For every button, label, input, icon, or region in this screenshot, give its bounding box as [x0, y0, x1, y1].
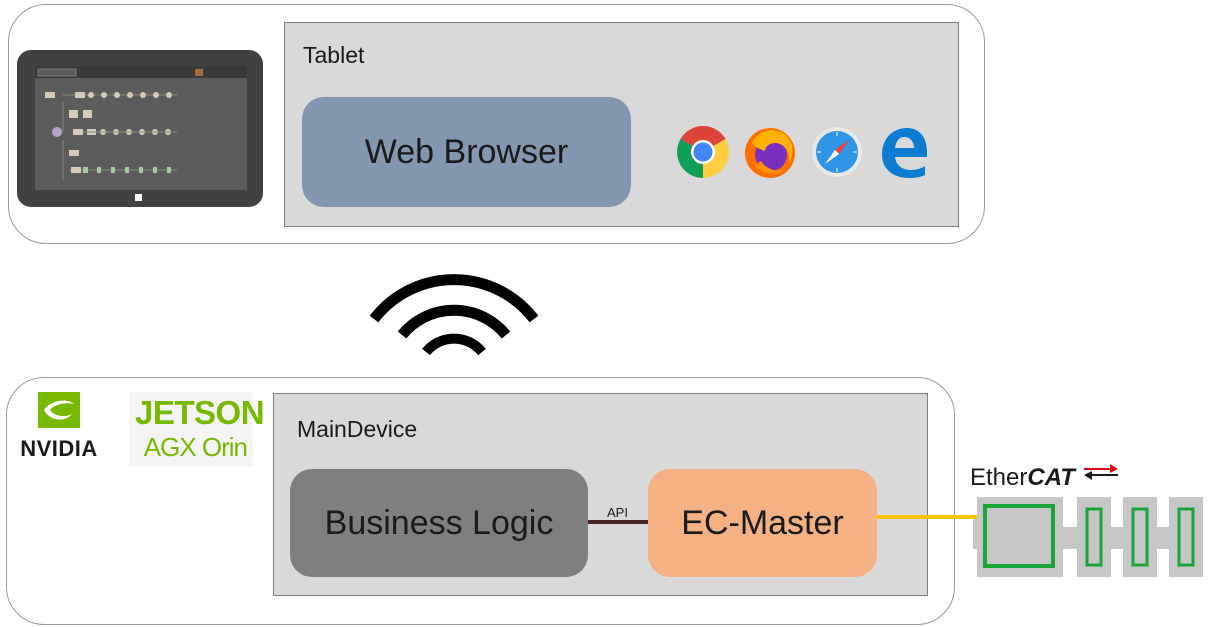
ec-master-label: EC-Master: [681, 503, 844, 542]
main-device-title: MainDevice: [297, 416, 418, 442]
edge-icon: [876, 125, 930, 179]
firefox-icon: [743, 125, 797, 179]
web-browser-label: Web Browser: [364, 132, 569, 171]
jetson-logo: JETSON AGX Orin: [129, 392, 265, 467]
business-logic-block: Business Logic: [290, 469, 588, 577]
ethercat-connection-line: [877, 515, 981, 519]
ethercat-wordmark-suffix: CAT: [1027, 464, 1075, 491]
ethercat-terminals: [973, 497, 1213, 582]
wifi-icon: [366, 265, 542, 365]
business-logic-label: Business Logic: [324, 503, 554, 542]
ec-master-block: EC-Master: [648, 469, 877, 577]
api-connector-line: [588, 520, 648, 524]
chrome-icon: [676, 125, 730, 179]
agx-orin-wordmark: AGX Orin: [143, 432, 248, 462]
tablet-device-image: [17, 50, 263, 207]
ethercat-wordmark-prefix: Ether: [970, 464, 1028, 491]
web-browser-block: Web Browser: [302, 97, 631, 207]
tablet-title: Tablet: [303, 42, 365, 68]
nvidia-logo: NVIDIA: [14, 390, 104, 462]
jetson-wordmark: JETSON: [135, 394, 265, 431]
ethercat-logo: EtherCAT: [970, 464, 1130, 494]
api-label: API: [607, 505, 628, 520]
nvidia-wordmark: NVIDIA: [20, 436, 98, 461]
safari-icon: [810, 125, 864, 179]
